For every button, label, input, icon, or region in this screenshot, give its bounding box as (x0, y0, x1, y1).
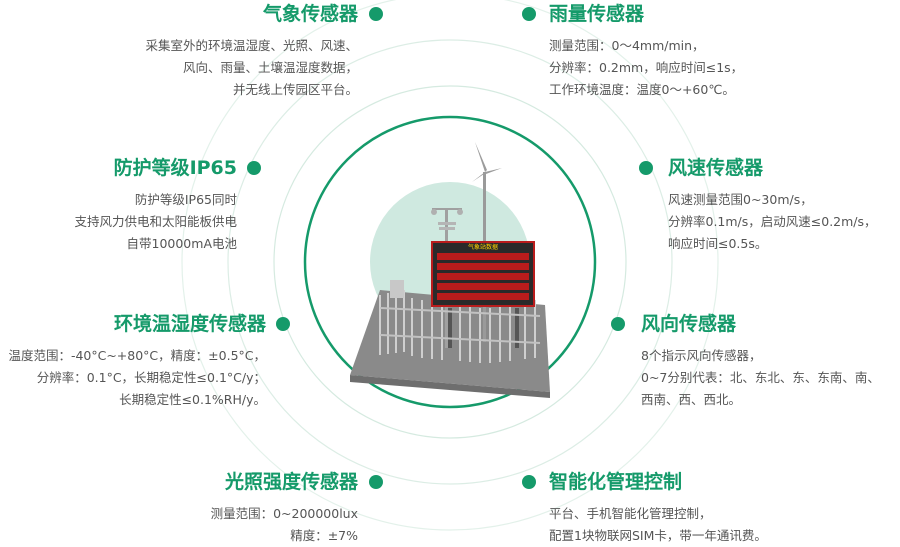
description-line: 测量范围：0~200000lux (210, 506, 358, 521)
inner-ring (273, 85, 627, 439)
feature-smart-control: 智能化管理控制 平台、手机智能化管理控制， 配置1块物联网SIM卡，带一年通讯费… (549, 471, 767, 547)
feature-title: 防护等级IP65 (113, 157, 237, 179)
feature-description: 8个指示风向传感器， 0~7分别代表：北、东北、东、东南、南、 西南、西、西北。 (641, 345, 880, 411)
marker-dot (611, 317, 625, 331)
marker-dot (369, 7, 383, 21)
description-line: 风向、雨量、土壤温湿度数据， (182, 60, 358, 75)
middle-ring (227, 39, 673, 485)
description-line: 防护等级IP65同时 (134, 192, 237, 207)
feature-temp-humidity-sensor: 环境温湿度传感器 温度范围：-40°C~+80°C，精度：±0.5°C， 分辨率… (8, 313, 266, 411)
description-line: 平台、手机智能化管理控制， (549, 506, 712, 521)
marker-dot (639, 161, 653, 175)
feature-weather-sensor: 气象传感器 采集室外的环境温湿度、光照、风速、 风向、雨量、土壤温湿度数据， 并… (145, 3, 358, 101)
feature-description: 测量范围：0~200000lux 精度：±7% (211, 503, 358, 547)
description-line: 采集室外的环境温湿度、光照、风速、 (145, 38, 358, 53)
feature-title: 风速传感器 (668, 157, 764, 179)
marker-dot (369, 475, 383, 489)
feature-wind-direction-sensor: 风向传感器 8个指示风向传感器， 0~7分别代表：北、东北、东、东南、南、 西南… (641, 313, 880, 411)
panel-title: 气象站数据 (467, 244, 498, 251)
description-line: 温度范围：-40°C~+80°C，精度：±0.5°C， (8, 348, 266, 363)
panel-row (437, 283, 529, 290)
description-line: 长期稳定性≤0.1%RH/y。 (119, 392, 266, 407)
feature-description: 采集室外的环境温湿度、光照、风速、 风向、雨量、土壤温湿度数据， 并无线上传园区… (145, 35, 358, 101)
feature-rain-sensor: 雨量传感器 测量范围：0～4mm/min， 分辨率：0.2mm，响应时间≤1s，… (549, 3, 743, 101)
panel-row (437, 293, 529, 300)
feature-description: 风速测量范围0~30m/s， 分辨率0.1m/s，启动风速≤0.2m/s， 响应… (668, 189, 877, 255)
feature-description: 温度范围：-40°C~+80°C，精度：±0.5°C， 分辨率：0.1°C，长期… (8, 345, 266, 411)
description-line: 并无线上传园区平台。 (232, 82, 358, 97)
marker-dot (247, 161, 261, 175)
feature-title: 气象传感器 (262, 3, 358, 25)
feature-title: 风向传感器 (641, 313, 737, 335)
description-line: 支持风力供电和太阳能板供电 (74, 214, 237, 229)
panel-row (437, 253, 529, 260)
marker-dot (522, 475, 536, 489)
description-line: 响应时间≤0.5s。 (668, 236, 768, 251)
description-line: 配置1块物联网SIM卡，带一年通讯费。 (549, 528, 767, 543)
description-line: 分辨率：0.1°C，长期稳定性≤0.1°C/y； (36, 370, 266, 385)
control-box (390, 280, 404, 298)
feature-description: 防护等级IP65同时 支持风力供电和太阳能板供电 自带10000mA电池 (74, 189, 237, 255)
outer-ring (181, 0, 719, 531)
feature-description: 平台、手机智能化管理控制， 配置1块物联网SIM卡，带一年通讯费。 (549, 503, 767, 547)
feature-title: 智能化管理控制 (549, 471, 683, 493)
description-line: 西南、西、西北。 (641, 392, 742, 407)
feature-description: 测量范围：0～4mm/min， 分辨率：0.2mm，响应时间≤1s， 工作环境温… (549, 35, 743, 101)
description-line: 精度：±7% (290, 528, 358, 543)
feature-wind-speed-sensor: 风速传感器 风速测量范围0~30m/s， 分辨率0.1m/s，启动风速≤0.2m… (668, 157, 877, 255)
marker-dot (276, 317, 290, 331)
panel-row (437, 273, 529, 280)
description-line: 0~7分别代表：北、东北、东、东南、南、 (641, 370, 880, 385)
panel-row (437, 263, 529, 270)
description-line: 风速测量范围0~30m/s， (668, 192, 813, 207)
feature-title: 光照强度传感器 (224, 471, 358, 493)
description-line: 工作环境温度：温度0～+60℃。 (549, 82, 735, 97)
feature-title: 雨量传感器 (549, 3, 645, 25)
description-line: 分辨率0.1m/s，启动风速≤0.2m/s， (668, 214, 877, 229)
feature-light-sensor: 光照强度传感器 测量范围：0~200000lux 精度：±7% (211, 471, 358, 547)
accent-ring (303, 115, 597, 409)
feature-title: 环境温湿度传感器 (113, 313, 266, 335)
description-line: 自带10000mA电池 (126, 236, 238, 251)
feature-protection-ip65: 防护等级IP65 防护等级IP65同时 支持风力供电和太阳能板供电 自带1000… (74, 157, 237, 255)
description-line: 测量范围：0～4mm/min， (549, 38, 705, 53)
weather-station-image: 气象站数据 (340, 130, 560, 400)
description-line: 分辨率：0.2mm，响应时间≤1s， (549, 60, 744, 75)
turbine-blade (475, 142, 487, 172)
marker-dot (522, 7, 536, 21)
description-line: 8个指示风向传感器， (641, 348, 762, 363)
led-display-panel: 气象站数据 (431, 241, 535, 307)
